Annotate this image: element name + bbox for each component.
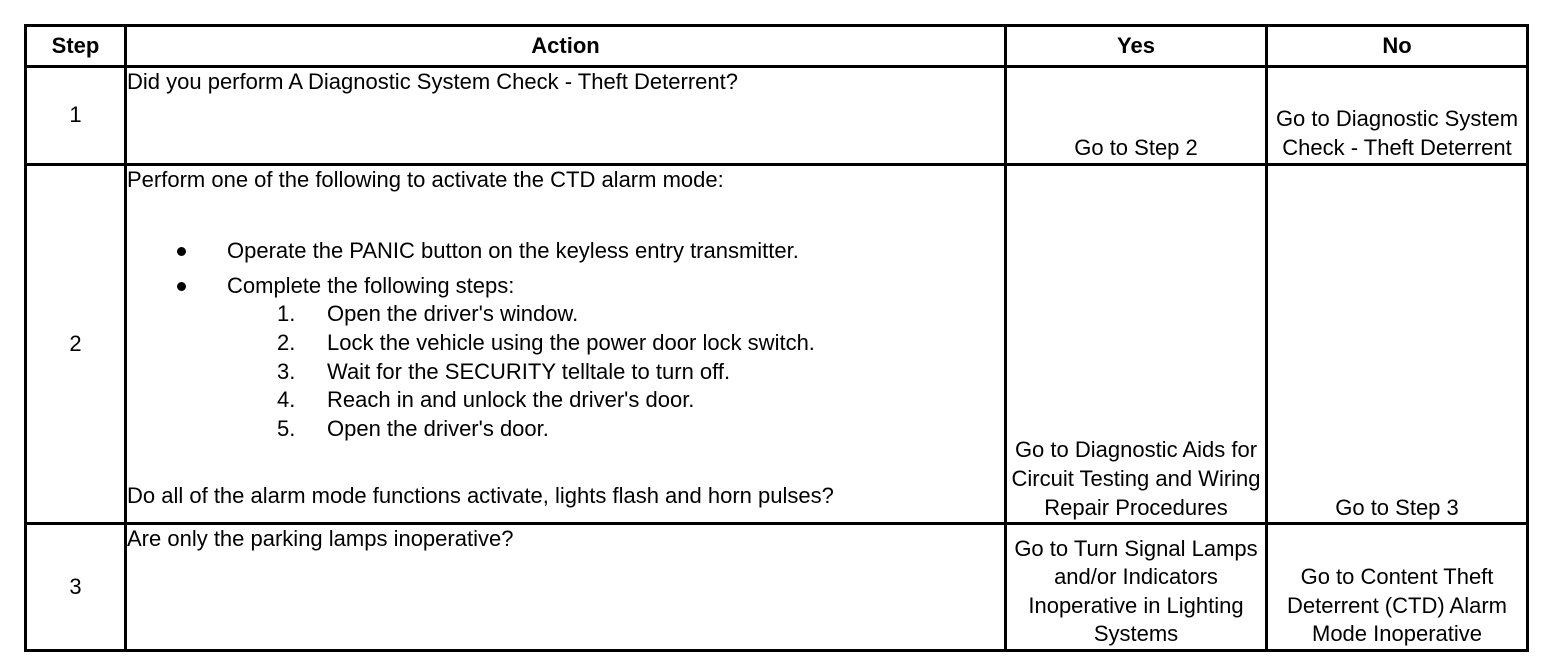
substep-number: 5.: [277, 415, 296, 441]
step-number: 2: [24, 162, 127, 526]
no-result: Go to Content Theft Deterrent (CTD) Alar…: [1265, 522, 1529, 652]
bullet-item: Complete the following steps: 1. Open th…: [127, 272, 1004, 444]
substep-list: 1. Open the driver's window. 2. Lock the…: [227, 300, 1004, 443]
action-text: Did you perform A Diagnostic System Chec…: [124, 65, 1007, 166]
substep-item: 2. Lock the vehicle using the power door…: [227, 329, 1004, 358]
step-number: 3: [24, 522, 127, 652]
action-bullet-list: Operate the PANIC button on the keyless …: [127, 237, 1004, 443]
no-result: Go to Diagnostic System Check - Theft De…: [1265, 65, 1529, 166]
substep-number: 1.: [277, 301, 296, 327]
step-number: 1: [24, 65, 127, 166]
yes-result: Go to Step 2: [1004, 65, 1268, 166]
substep-text: Open the driver's door.: [327, 415, 549, 441]
action-text: Are only the parking lamps inoperative?: [124, 522, 1007, 652]
substep-text: Reach in and unlock the driver's door.: [327, 387, 695, 413]
substep-text: Open the driver's window.: [327, 301, 579, 327]
diagnostic-table: Step Action Yes No 1 Did you perform A D…: [24, 24, 1529, 652]
header-step: Step: [24, 24, 127, 68]
no-result: Go to Step 3: [1265, 162, 1529, 526]
bullet-item: Operate the PANIC button on the keyless …: [127, 237, 1004, 266]
header-yes: Yes: [1004, 24, 1268, 68]
yes-result: Go to Turn Signal Lamps and/or Indicator…: [1004, 522, 1268, 652]
substep-number: 2.: [277, 330, 296, 356]
action-intro: Perform one of the following to activate…: [127, 166, 724, 192]
substep-text: Lock the vehicle using the power door lo…: [327, 330, 815, 356]
yes-result: Go to Diagnostic Aids for Circuit Testin…: [1004, 162, 1268, 526]
substep-item: 4. Reach in and unlock the driver's door…: [227, 386, 1004, 415]
table-row: 1 Did you perform A Diagnostic System Ch…: [24, 65, 1529, 166]
substep-text: Wait for the SECURITY telltale to turn o…: [327, 358, 731, 384]
substep-number: 3.: [277, 358, 296, 384]
bullet-text: Complete the following steps:: [227, 272, 515, 298]
table-row: 2 Perform one of the following to activa…: [24, 162, 1529, 526]
header-action: Action: [124, 24, 1007, 68]
substep-item: 1. Open the driver's window.: [227, 300, 1004, 329]
substep-number: 4.: [277, 387, 296, 413]
header-no: No: [1265, 24, 1529, 68]
action-cell: Perform one of the following to activate…: [124, 162, 1007, 526]
table-row: 3 Are only the parking lamps inoperative…: [24, 522, 1529, 652]
bullet-text: Operate the PANIC button on the keyless …: [227, 238, 799, 264]
header-row: Step Action Yes No: [24, 24, 1529, 68]
substep-item: 5. Open the driver's door.: [227, 415, 1004, 444]
action-question: Do all of the alarm mode functions activ…: [127, 483, 834, 509]
substep-item: 3. Wait for the SECURITY telltale to tur…: [227, 358, 1004, 387]
bullet-icon: [177, 247, 186, 257]
bullet-icon: [177, 281, 186, 291]
